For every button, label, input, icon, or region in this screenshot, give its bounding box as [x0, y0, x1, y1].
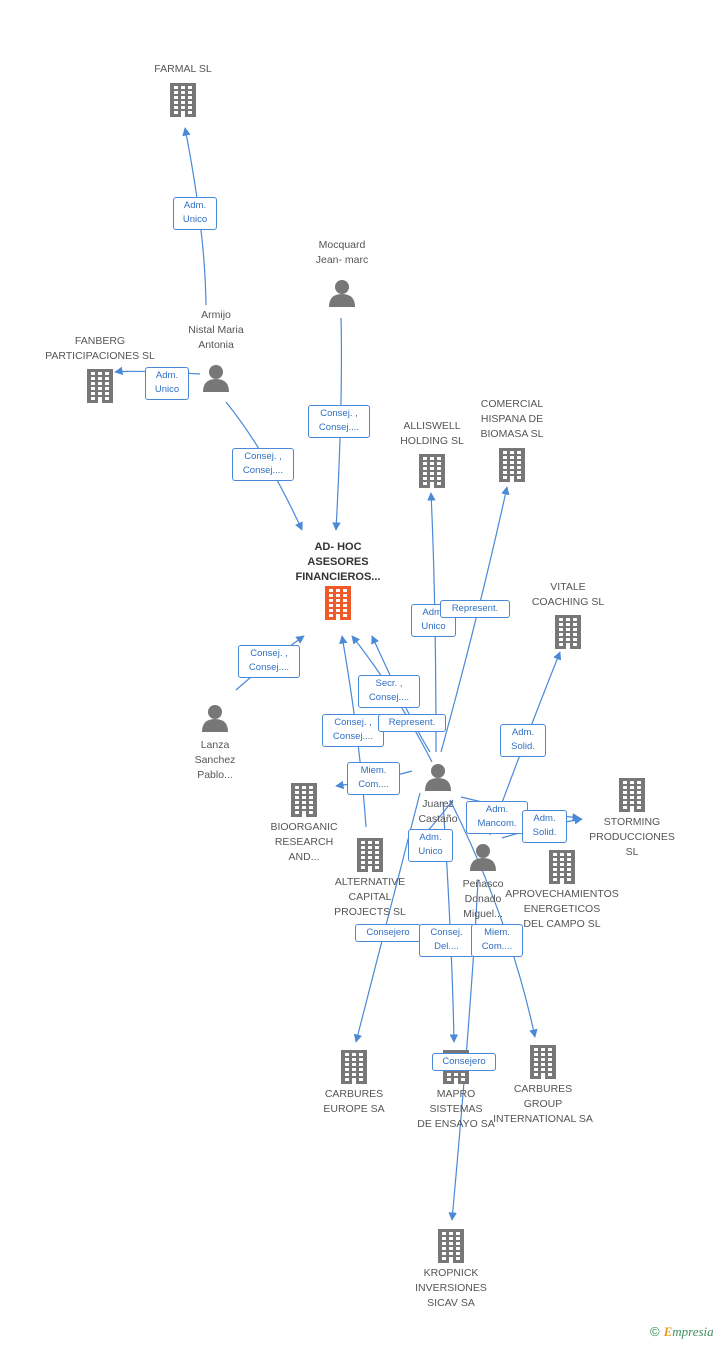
edge-label-penasco-to-kropnick[interactable]: Consejero [432, 1053, 496, 1071]
edge-label-armijo-to-farmal[interactable]: Adm. Unico [173, 197, 217, 230]
empresia-logo: ©Empresia [650, 1324, 714, 1340]
copyright-symbol: © [650, 1324, 660, 1339]
node-label-fanberg[interactable]: FANBERG PARTICIPACIONES SL [45, 335, 155, 362]
edge-label-juarez-to-alliswell[interactable]: Adm. Unico [411, 604, 456, 637]
edge-label-juarez-to-carbures_group[interactable]: Miem. Com.... [471, 924, 523, 957]
fanberg-building-icon[interactable] [87, 369, 113, 403]
carbures_europe-building-icon[interactable] [341, 1050, 367, 1084]
bioorganic-building-icon[interactable] [291, 783, 317, 817]
edge-label-juarez-to-comercial[interactable]: Represent. [440, 600, 510, 618]
brand-initial: E [663, 1324, 673, 1339]
edge-label-mocquard-to-adhoc[interactable]: Consej. , Consej.... [308, 405, 370, 438]
node-label-lanza[interactable]: Lanza Sanchez Pablo... [194, 739, 236, 781]
comercial-building-icon[interactable] [499, 448, 525, 482]
edge-penasco-to-kropnick [448, 879, 479, 1221]
node-label-carbures_europe[interactable]: CARBURES EUROPE SA [323, 1088, 385, 1115]
lanza-person-icon[interactable] [202, 705, 228, 732]
edge-label-alternative-to-adhoc[interactable]: Consej. , Consej.... [322, 714, 384, 747]
node-label-adhoc[interactable]: AD- HOC ASESORES FINANCIEROS... [295, 541, 381, 583]
farmal-building-icon[interactable] [170, 83, 196, 117]
aprovechamientos-building-icon[interactable] [549, 850, 575, 884]
vitale-building-icon[interactable] [555, 615, 581, 649]
carbures_group-building-icon[interactable] [530, 1045, 556, 1079]
edge-label-juarez-to-adhoc[interactable]: Represent. [378, 714, 446, 732]
alternative-building-icon[interactable] [357, 838, 383, 872]
kropnick-building-icon[interactable] [438, 1229, 464, 1263]
edge-label-penasco-to-storming[interactable]: Adm. Solid. [522, 810, 567, 843]
edge-label-juarez-to-carbures_europe[interactable]: Consejero [355, 924, 421, 942]
node-label-kropnick[interactable]: KROPNICK INVERSIONES SICAV SA [415, 1267, 487, 1309]
edge-label-penasco-to-vitale[interactable]: Adm. Solid. [500, 724, 546, 757]
node-label-alliswell[interactable]: ALLISWELL HOLDING SL [400, 420, 464, 447]
mocquard-person-icon[interactable] [329, 280, 355, 307]
node-label-carbures_group[interactable]: CARBURES GROUP INTERNATIONAL SA [493, 1083, 593, 1125]
edge-label-armijo-to-adhoc[interactable]: Consej. , Consej.... [232, 448, 294, 481]
node-label-alternative[interactable]: ALTERNATIVE CAPITAL PROJECTS SL [334, 876, 406, 918]
juarez-person-icon[interactable] [425, 764, 451, 791]
node-label-comercial[interactable]: COMERCIAL HISPANA DE BIOMASA SL [480, 398, 544, 440]
edge-label-juarez-to-adhoc[interactable]: Secr. , Consej.... [358, 675, 420, 708]
edge-label-lanza-to-adhoc[interactable]: Consej. , Consej.... [238, 645, 300, 678]
node-label-vitale[interactable]: VITALE COACHING SL [531, 581, 605, 608]
storming-building-icon[interactable] [619, 778, 645, 812]
edge-label-juarez-to-bioorganic[interactable]: Miem. Com.... [347, 762, 400, 795]
edge-juarez-to-carbures_group [449, 799, 538, 1038]
node-label-farmal[interactable]: FARMAL SL [154, 63, 212, 75]
edge-juarez-to-carbures_europe [353, 792, 421, 1043]
alliswell-building-icon[interactable] [419, 454, 445, 488]
node-label-mocquard[interactable]: Mocquard Jean- marc [315, 239, 369, 266]
penasco-person-icon[interactable] [470, 844, 496, 871]
node-label-armijo[interactable]: Armijo Nistal Maria Antonia [188, 309, 244, 351]
edge-label-juarez-to-storming[interactable]: Adm. Mancom. [466, 801, 528, 834]
armijo-person-icon[interactable] [203, 365, 229, 392]
node-label-bioorganic[interactable]: BIOORGANIC RESEARCH AND... [270, 821, 338, 863]
edge-label-juarez-to-alternative[interactable]: Adm. Unico [408, 829, 453, 862]
edge-label-armijo-to-fanberg[interactable]: Adm. Unico [145, 367, 189, 400]
node-label-juarez[interactable]: Juarez Castaño [418, 798, 458, 825]
node-label-aprovechamientos[interactable]: APROVECHAMIENTOS ENERGETICOS DEL CAMPO S… [505, 888, 619, 930]
brand-name: mpresia [672, 1324, 714, 1339]
adhoc-building-icon[interactable] [325, 586, 351, 620]
node-label-storming[interactable]: STORMING PRODUCCIONES SL [589, 816, 675, 858]
edge-label-juarez-to-mapro[interactable]: Consej. Del.... [419, 924, 474, 957]
node-label-penasco[interactable]: Peñasco Donado Miguel... [462, 878, 504, 920]
node-label-mapro[interactable]: MAPRO SISTEMAS DE ENSAYO SA [417, 1088, 495, 1130]
